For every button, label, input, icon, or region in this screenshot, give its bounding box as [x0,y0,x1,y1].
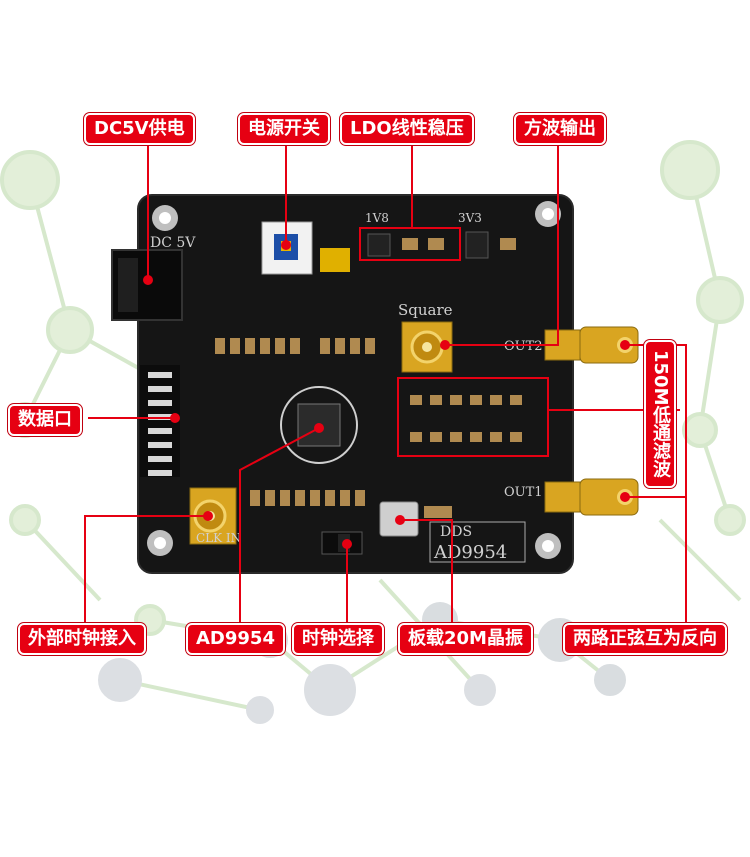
callout-sine-out: 两路正弦互为反向 [563,623,727,655]
v18-silkscreen: 1V8 [365,211,389,225]
pcb-board [137,194,574,574]
callout-square-out: 方波输出 [514,113,606,145]
callout-data-port: 数据口 [8,404,82,436]
callout-clock-select: 时钟选择 [292,623,384,655]
dc-silkscreen: DC 5V [150,235,196,251]
out1-silkscreen: OUT1 [504,485,543,500]
callout-ldo: LDO线性稳压 [340,113,474,145]
tantalum-cap [320,248,350,272]
out2-sma: OUT2 [504,326,639,364]
square-silkscreen: Square [398,301,453,319]
clock-jumper [321,531,363,555]
out2-silkscreen: OUT2 [504,339,543,354]
callout-ext-clock: 外部时钟接入 [18,623,146,655]
filter-area [397,377,549,457]
callout-crystal: 板载20M晶振 [398,623,533,655]
callout-lowpass: 150M低通滤波 [644,340,676,488]
clkin-silkscreen: CLK IN [196,531,241,545]
callout-chip: AD9954 [186,623,285,655]
out1-sma: OUT1 [504,478,639,516]
dds-silkscreen: DDS [440,524,472,540]
callout-dc-power: DC5V供电 [84,113,195,145]
square-sma: Square [398,301,453,373]
smd-components [215,338,375,506]
model-silkscreen: AD9954 [433,542,507,563]
v33-silkscreen: 3V3 [458,211,482,225]
callout-power-switch: 电源开关 [238,113,330,145]
ldo-area: 1V8 3V3 [359,211,516,261]
